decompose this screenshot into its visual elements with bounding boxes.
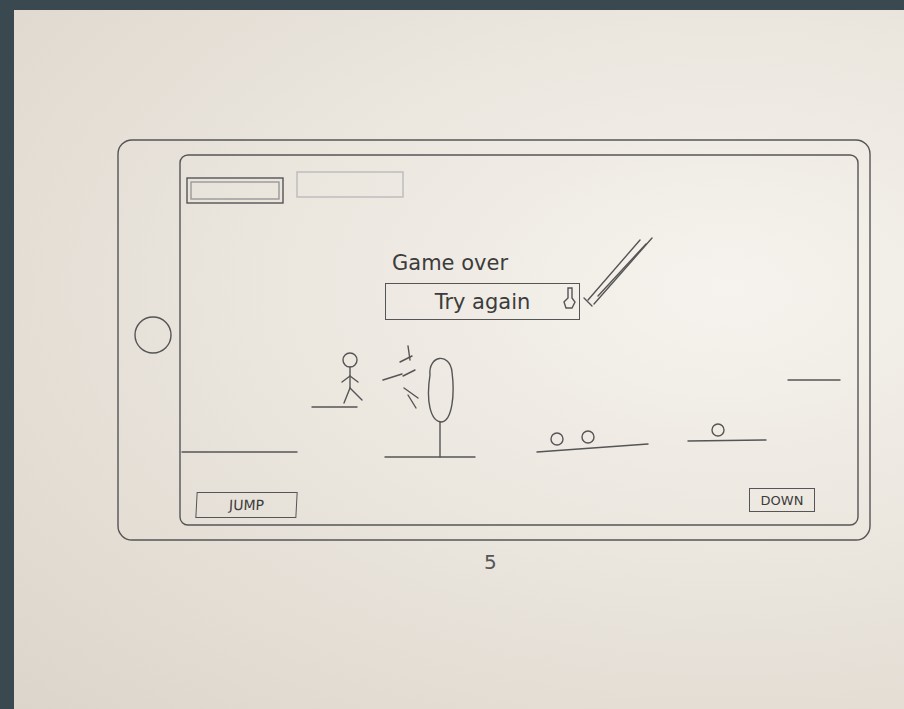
- jump-button-text: JUMP: [229, 497, 265, 513]
- game-over-heading: Game over: [392, 251, 508, 275]
- pointer-pencil: [564, 238, 652, 308]
- platform: [788, 379, 840, 380]
- screen-outline: [180, 155, 858, 525]
- platform: [688, 440, 766, 441]
- page-number: 5: [484, 550, 497, 574]
- platform: [312, 406, 357, 407]
- energy-bar: [297, 172, 403, 197]
- phone-outline: [118, 140, 870, 540]
- coins: [551, 424, 724, 445]
- jump-button: JUMP: [195, 492, 297, 518]
- down-button-text: DOWN: [761, 493, 804, 508]
- stick-figure: [342, 353, 362, 403]
- tree-obstacle: [429, 358, 454, 457]
- paper-sheet: [14, 10, 904, 709]
- platform: [537, 444, 648, 452]
- try-again-button: Try again: [435, 290, 531, 314]
- try-again-button: Game overTry again: [385, 283, 580, 320]
- health-bar: [187, 178, 283, 203]
- platform: [182, 451, 297, 452]
- home-button: [135, 317, 171, 353]
- impact-lines: [383, 346, 418, 408]
- health-fill: [191, 182, 279, 199]
- platform: [385, 456, 475, 457]
- down-button: DOWN: [749, 488, 815, 512]
